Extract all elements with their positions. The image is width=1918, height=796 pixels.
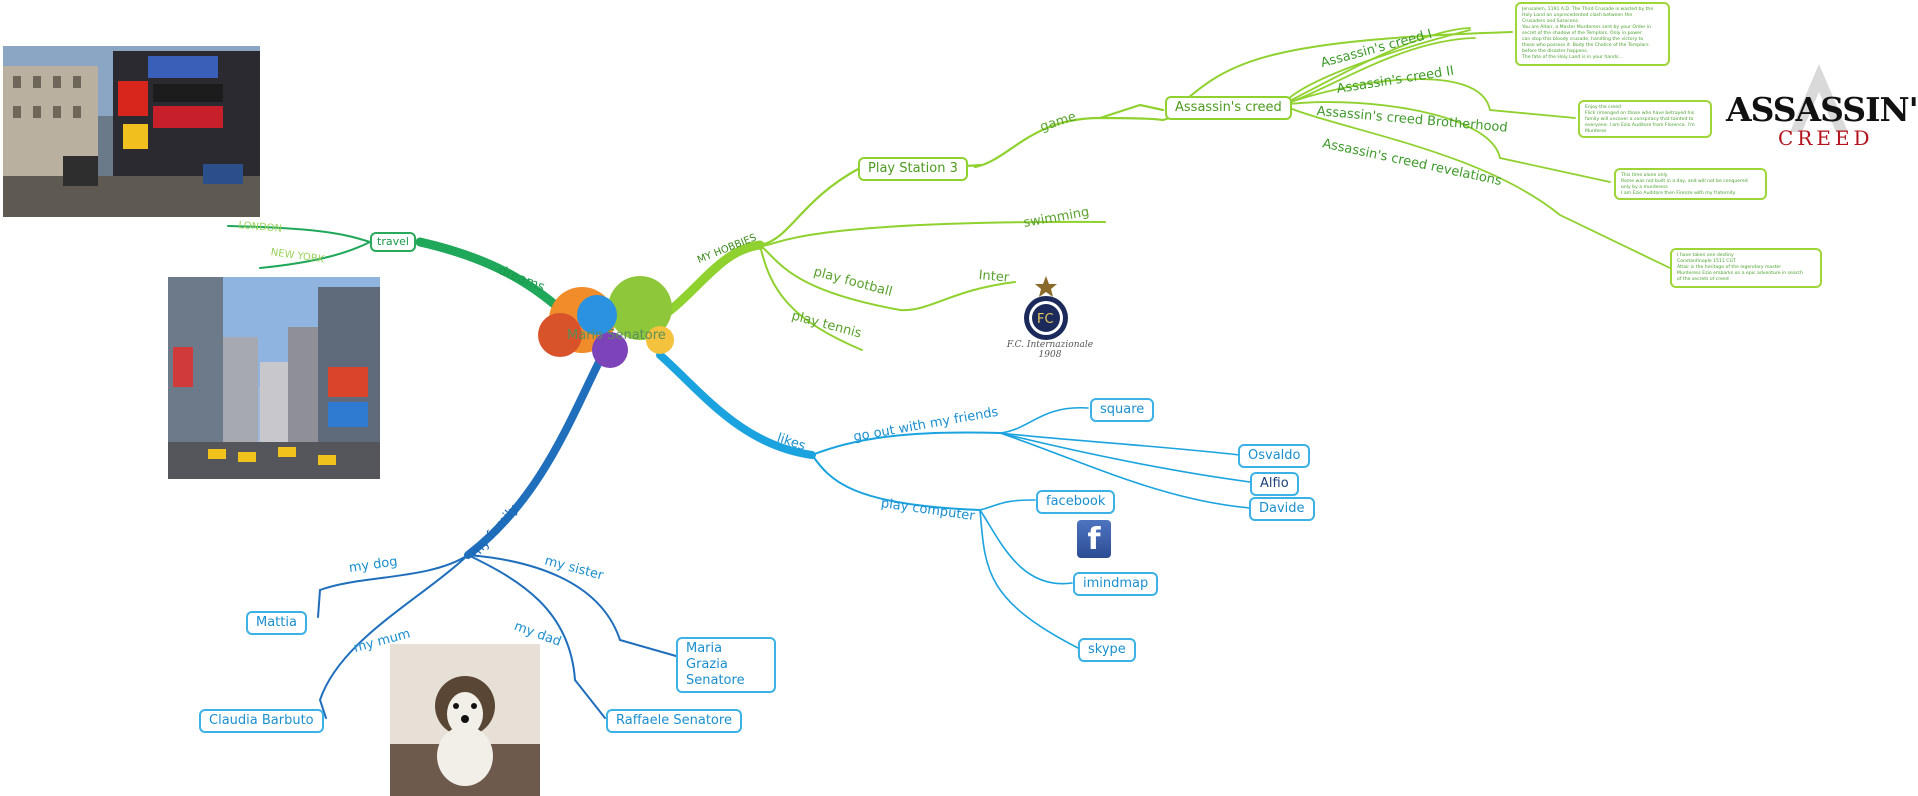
mum-node[interactable]: Claudia Barbuto <box>199 709 324 733</box>
ps3-node[interactable]: Play Station 3 <box>858 157 968 181</box>
dad-node[interactable]: Raffaele Senatore <box>606 709 742 733</box>
dog-node[interactable]: Mattia <box>246 611 307 635</box>
central-gears <box>538 276 674 368</box>
facebook-icon: f <box>1077 520 1111 558</box>
friend-osvaldo[interactable]: Osvaldo <box>1238 444 1311 468</box>
skype-node[interactable]: skype <box>1078 638 1136 662</box>
newyork-photo <box>168 277 380 479</box>
sister-node[interactable]: Maria Grazia Senatore <box>676 637 776 693</box>
assassins-creed-node[interactable]: Assassin's creed <box>1165 96 1292 120</box>
imindmap-node[interactable]: imindmap <box>1073 572 1159 596</box>
travel-node[interactable]: travel <box>370 232 416 252</box>
friend-alfio[interactable]: Alfio <box>1250 472 1299 496</box>
london-photo <box>3 46 260 217</box>
svg-text:FC: FC <box>1037 312 1054 327</box>
ac1-note[interactable]: Jerusalem, 1191 A.D. The Third Crusade i… <box>1515 2 1670 66</box>
facebook-node[interactable]: facebook <box>1036 490 1116 514</box>
friend-davide[interactable]: Davide <box>1249 497 1315 521</box>
assassins-creed-logo: ASSASSIN'S CREED <box>1722 62 1918 154</box>
central-topic[interactable]: Mario Senatore <box>567 328 666 343</box>
inter-logo: FC F.C. Internazionale 1908 <box>1000 272 1100 368</box>
dog-photo <box>390 644 540 796</box>
friend-square[interactable]: square <box>1090 398 1155 422</box>
